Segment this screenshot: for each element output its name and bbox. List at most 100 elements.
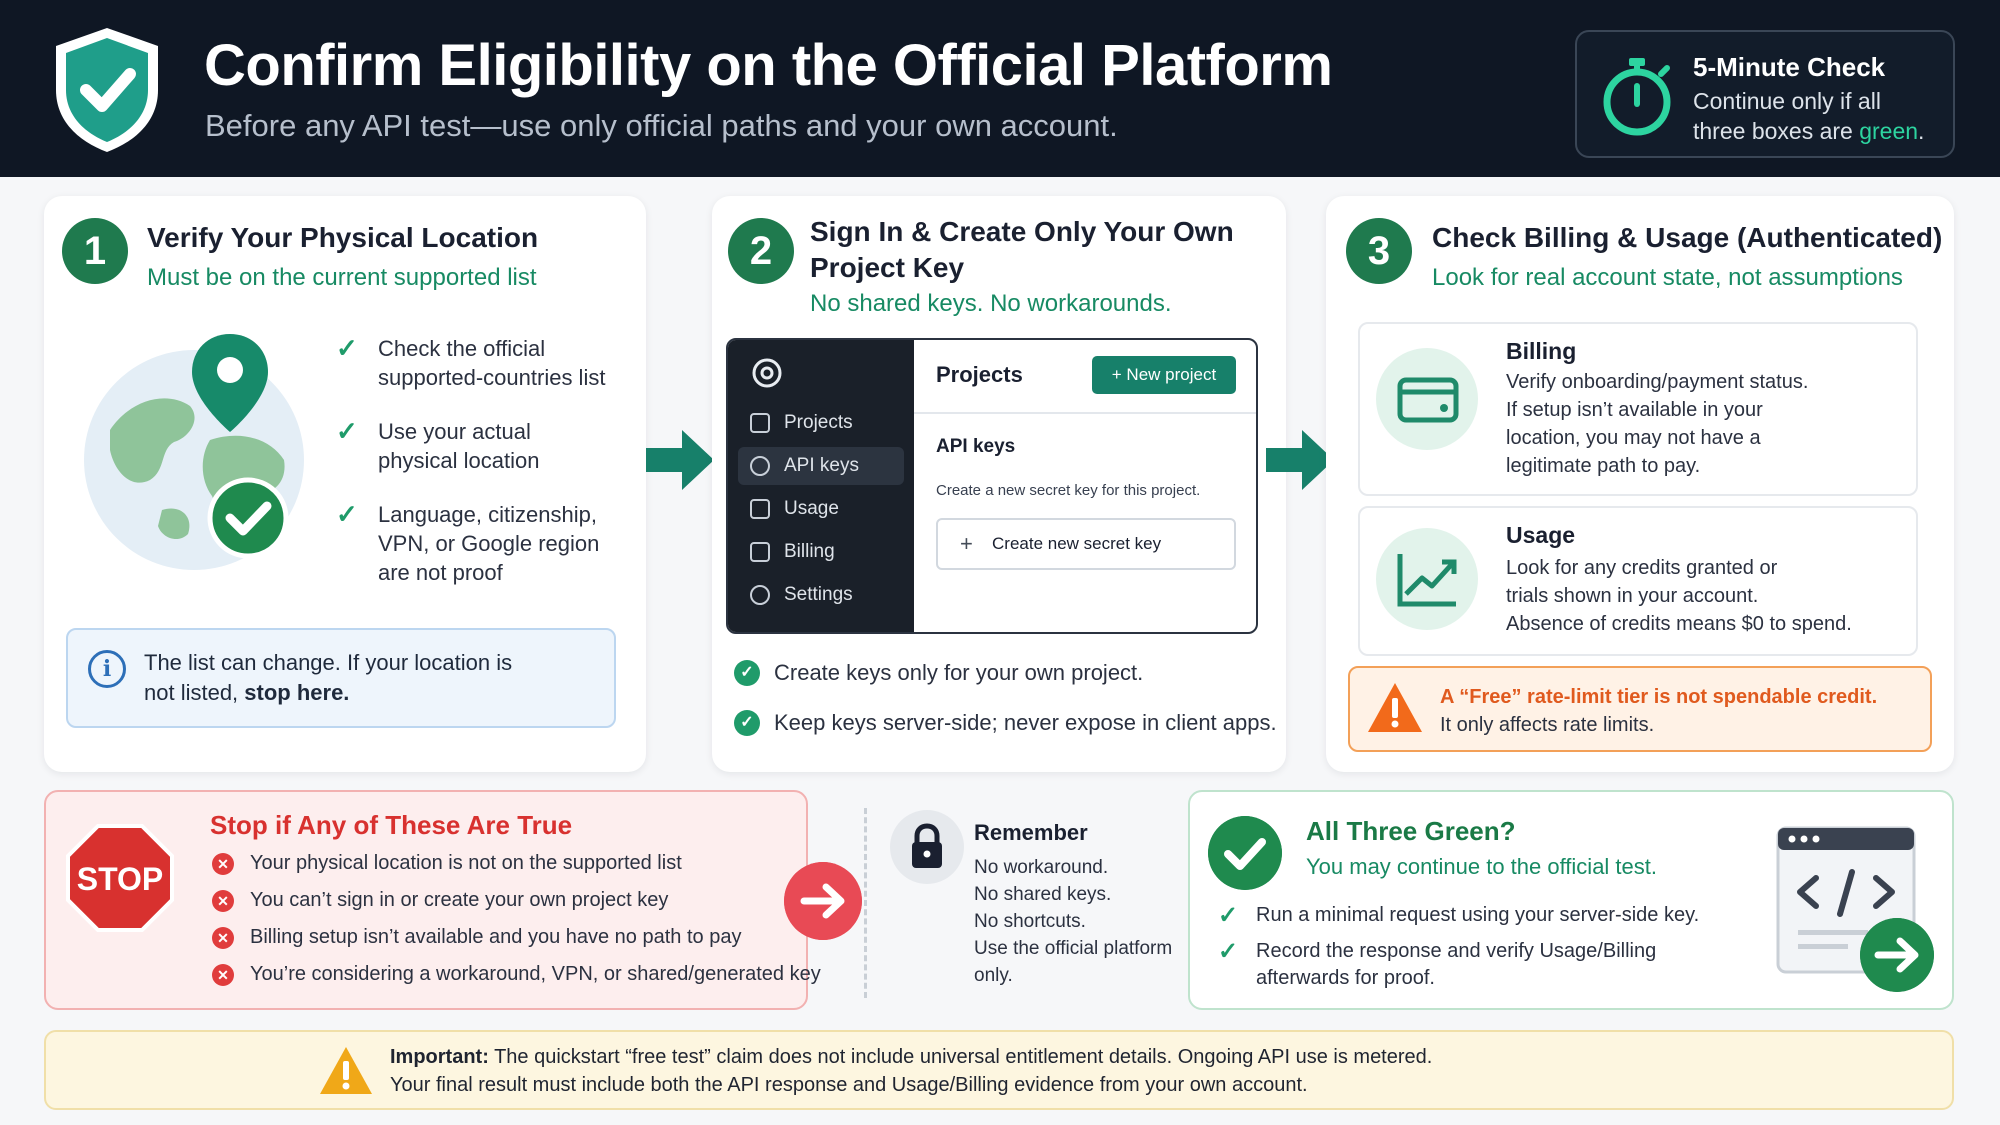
usage-line1: Look for any credits granted or [1506,557,1778,579]
billing-line3: location, you may not have a [1506,427,1761,449]
remember-title: Remember [974,820,1088,845]
receipt-icon [750,542,770,562]
nav-usage-label: Usage [784,498,839,519]
step3-subtitle: Look for real account state, not assumpt… [1432,264,1903,291]
nav-billing-label: Billing [784,541,835,562]
important-label: Important: [390,1046,489,1068]
warning-line1: A “Free” rate-limit tier is not spendabl… [1440,686,1878,708]
billing-title: Billing [1506,338,1577,364]
red-arrow-icon [784,862,862,940]
nav-projects[interactable]: Projects [738,404,904,442]
check-icon: ✓ [1218,938,1239,965]
step3-title: Check Billing & Usage (Authenticated) [1432,222,1943,253]
create-secret-key-button[interactable]: +Create new secret key [936,518,1236,570]
check-icon: ✓ [1218,902,1239,929]
remember-line1: No workaround. [974,857,1109,878]
x-circle-icon: ✕ [212,927,234,949]
stop-item-4: ✕You’re considering a workaround, VPN, o… [212,963,821,986]
usage-line3: Absence of credits means $0 to spend. [1506,613,1852,635]
gear-icon [750,585,770,605]
new-project-button[interactable]: + New project [1092,356,1236,394]
shield-check-icon [56,28,158,152]
info-line2-bold: stop here. [244,680,350,705]
stop-item-1: ✕ Your physical location is not on the su… [212,852,682,875]
stop-panel: STOP Stop if Any of These Are True ✕ Your… [44,790,821,1010]
all-green-item-1: ✓ Run a minimal request using your serve… [1218,902,1700,929]
check-circle-icon: ✓ [734,710,760,736]
stop-title: Stop if Any of These Are True [210,810,573,840]
billing-line1: Verify onboarding/payment status. [1506,371,1809,393]
stop-item-2: ✕You can’t sign in or create your own pr… [212,889,668,912]
info-text: The list can change. If your location is… [144,648,512,708]
x-circle-icon: ✕ [212,964,234,986]
page-title: Confirm Eligibility on the Official Plat… [204,33,1333,98]
nav-projects-label: Projects [784,412,853,433]
usage-icon-bg [1376,528,1478,630]
nav-settings[interactable]: Settings [738,576,904,614]
step1-bullet-2: ✓ Use your actual physical location [336,417,540,475]
trend-chart-icon [1397,554,1457,607]
lock-icon [912,823,942,868]
nav-billing[interactable]: Billing [738,533,904,571]
usage-box: Usage Look for any credits granted or tr… [1358,506,1918,656]
check-icon: ✓ [336,333,358,363]
step2-bullet-1: ✓ Create keys only for your own project. [734,660,1143,686]
step2-card: 2 Sign In & Create Only Your Own Project… [712,196,1286,772]
arrow-right-icon [1266,430,1334,490]
check-line2-green: green [1859,118,1919,144]
billing-line4: legitimate path to pay. [1506,455,1701,477]
check-line1: Continue only if all [1693,88,1881,114]
step2-subtitle: No shared keys. No workarounds. [810,290,1172,317]
check-icon: ✓ [336,499,358,529]
mock-sidebar: Projects API keys Usage Billing Settings [728,340,914,632]
globe-location-icon [84,334,304,570]
check-title: 5-Minute Check [1693,52,1886,82]
nav-api-keys[interactable]: API keys [738,447,904,485]
stop-item-3: ✕ Billing setup isn’t available and you h… [212,926,742,949]
stop-item-1-text: Your physical location is not on the sup… [250,852,682,874]
step1-bullet-1-line1: Check the official [378,336,546,361]
step2-title-line2: Project Key [810,252,965,283]
important-line1-text: The quickstart “free test” claim does no… [488,1046,1433,1068]
step3-card: 3 Check Billing & Usage (Authenticated) … [1326,196,1954,772]
step1-bullet-2-line2: physical location [378,448,540,473]
step2-bullet-2: ✓ Keep keys server-side; never expose in… [734,710,1277,736]
all-green-item-2-line2: afterwards for proof. [1256,967,1435,989]
usage-line2: trials shown in your account. [1506,585,1759,607]
mock-divider [914,412,1256,414]
step1-bullet-1: ✓ Check the official supported-countries… [336,334,606,392]
step2-title-line1: Sign In & Create Only Your Own [810,216,1234,247]
billing-line2: If setup isn’t available in your [1506,399,1763,421]
x-circle-icon: ✕ [212,890,234,912]
step1-subtitle: Must be on the current supported list [147,264,537,291]
all-green-subtitle: You may continue to the official test. [1306,854,1658,879]
usage-description: Look for any credits granted or trials s… [1506,554,1852,638]
remember-line5: only. [974,965,1013,986]
nav-settings-label: Settings [784,584,853,605]
all-green-item-1-line1: Run a minimal request using your server-… [1256,904,1700,926]
remember-panel: Remember No workaround. No shared keys. … [862,800,1182,1000]
step2-number: 2 [728,218,794,284]
stop-item-3-text: Billing setup isn’t available and you ha… [250,926,742,948]
step1-card: 1 Verify Your Physical Location Must be … [44,196,646,772]
warning-line2: It only affects rate limits. [1440,714,1655,736]
api-keys-heading: API keys [936,436,1016,457]
plus-icon: + [960,531,973,556]
remember-line4: Use the official platform [974,938,1173,959]
stop-sign-text: STOP [77,861,164,897]
lock-icon-bg [890,810,964,884]
billing-icon-bg [1376,348,1478,450]
stop-sign-icon: STOP [66,824,174,932]
step1-bullet-1-line2: supported-countries list [378,365,606,390]
x-circle-icon: ✕ [212,853,234,875]
folder-icon [750,413,770,433]
step1-title: Verify Your Physical Location [147,222,539,253]
remember-text: No workaround. No shared keys. No shortc… [974,854,1172,989]
five-minute-check-panel: 5-Minute Check Continue only if all thre… [1575,30,1955,158]
step2-title: Sign In & Create Only Your Own Project K… [810,214,1234,286]
nav-usage[interactable]: Usage [738,490,904,528]
check-circle-icon [1208,816,1282,890]
important-line2: Your final result must include both the … [390,1074,1308,1096]
info-line1: The list can change. If your location is [144,650,513,675]
check-icon: ✓ [336,416,358,446]
